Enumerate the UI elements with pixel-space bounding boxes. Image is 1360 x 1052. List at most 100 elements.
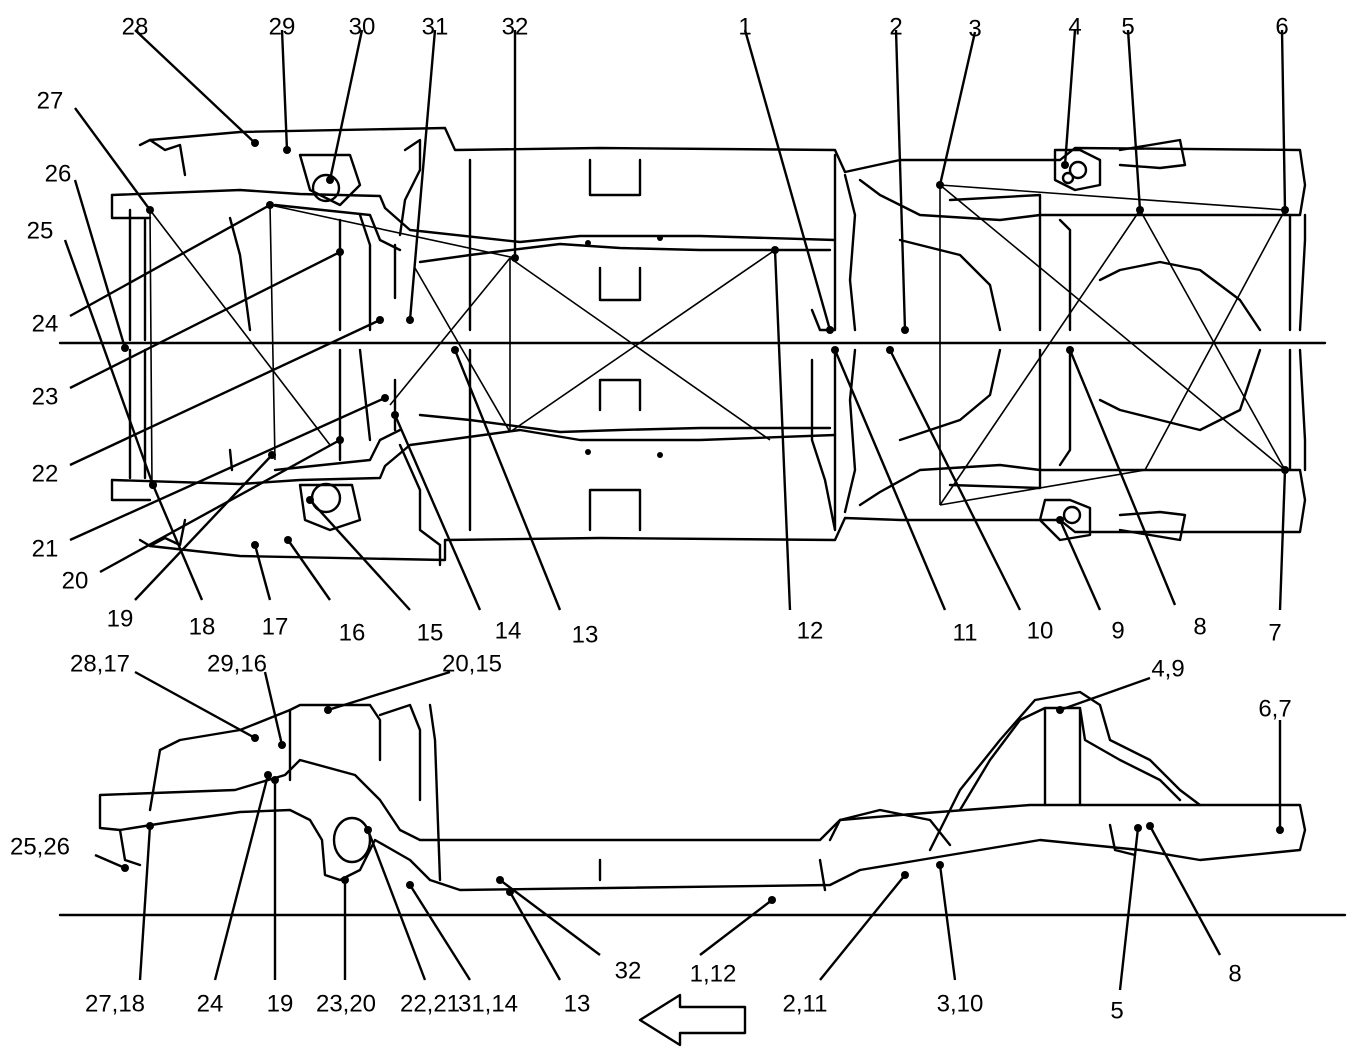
leader-line-s2817 xyxy=(134,670,256,740)
leader-line-c8 xyxy=(1068,349,1177,606)
measure-point-c9 xyxy=(1056,516,1064,524)
measure-point-c3 xyxy=(936,181,944,189)
leader-line-s32 xyxy=(499,879,601,956)
callout-label-s2526: 25,26 xyxy=(10,833,70,860)
callout-label-c13: 13 xyxy=(572,621,599,648)
callout-label-c27: 27 xyxy=(37,87,64,114)
leader-line-s49 xyxy=(1059,676,1151,712)
measure-point-c5 xyxy=(1136,206,1144,214)
callout-label-c23: 23 xyxy=(32,383,59,410)
callout-label-s211: 2,11 xyxy=(783,990,828,1017)
leader-line-s24 xyxy=(213,774,270,981)
callout-label-c24: 24 xyxy=(32,310,59,337)
measure-point-s49 xyxy=(1056,706,1064,714)
measure-point-c2 xyxy=(901,326,909,334)
measure-point-c32 xyxy=(511,254,519,262)
measure-point-c15 xyxy=(306,496,314,504)
measure-point-s24 xyxy=(264,771,272,779)
leader-line-s2221 xyxy=(366,829,427,981)
measure-point-c11 xyxy=(831,346,839,354)
measure-point-c30 xyxy=(326,176,334,184)
callout-label-c3: 3 xyxy=(968,15,981,42)
measure-point-c23 xyxy=(336,248,344,256)
callout-label-s112: 1,12 xyxy=(690,960,737,987)
leader-line-c15 xyxy=(309,499,411,611)
callout-label-c22: 22 xyxy=(32,460,59,487)
callout-label-s2718: 27,18 xyxy=(85,990,145,1017)
callout-label-c8: 8 xyxy=(1193,613,1206,640)
leader-line-c17 xyxy=(253,544,272,601)
callout-label-c19: 19 xyxy=(107,605,134,632)
leader-line-s2916 xyxy=(263,671,284,746)
leader-line-c16 xyxy=(287,539,331,601)
callout-label-s49: 4,9 xyxy=(1151,655,1184,682)
callout-label-c18: 18 xyxy=(189,613,216,640)
leader-line-c3 xyxy=(938,31,977,186)
measure-point-c16 xyxy=(284,536,292,544)
callout-label-c21: 21 xyxy=(32,535,59,562)
leader-line-c22 xyxy=(69,318,381,467)
leader-line-c5 xyxy=(1126,29,1142,211)
measure-point-c21 xyxy=(381,394,389,402)
leader-line-c7 xyxy=(1278,469,1287,611)
measure-point-c18 xyxy=(149,481,157,489)
callout-label-s24: 24 xyxy=(197,990,224,1017)
leader-line-s310 xyxy=(938,864,957,981)
top-view-frame xyxy=(58,126,1327,567)
leader-line-c19 xyxy=(134,454,273,601)
measure-point-c20 xyxy=(336,436,344,444)
measure-point-c17 xyxy=(251,541,259,549)
measure-point-s2817 xyxy=(251,734,259,742)
leader-line-s211 xyxy=(819,874,906,981)
measure-point-c14 xyxy=(391,411,399,419)
leader-line-s3114 xyxy=(408,884,472,981)
leader-line-c24 xyxy=(69,203,271,318)
measure-point-s2526 xyxy=(121,864,129,872)
leader-line-c9 xyxy=(1058,519,1102,611)
measure-point-c4 xyxy=(1061,161,1069,169)
leader-line-s2526 xyxy=(94,853,126,870)
measure-point-s310 xyxy=(936,861,944,869)
callout-label-c20: 20 xyxy=(62,567,89,594)
measure-point-s2015 xyxy=(324,706,332,714)
callout-label-c7: 7 xyxy=(1268,619,1281,646)
measure-point-c13 xyxy=(451,346,459,354)
leader-line-c20 xyxy=(99,438,341,574)
side-view-frame xyxy=(58,690,1347,917)
callout-label-s32: 32 xyxy=(615,957,642,984)
leader-line-c12 xyxy=(773,249,792,611)
leader-line-c21 xyxy=(69,396,386,542)
callout-label-s2221: 22,21 xyxy=(400,990,460,1017)
measure-point-c27 xyxy=(146,206,154,214)
callout-label-c6: 6 xyxy=(1275,13,1288,40)
leader-line-s8 xyxy=(1148,825,1222,956)
leader-line-c6 xyxy=(1280,29,1287,211)
callout-label-s2320: 23,20 xyxy=(316,990,376,1017)
measure-point-s211 xyxy=(901,871,909,879)
measure-point-c6 xyxy=(1281,206,1289,214)
leader-line-s2718 xyxy=(138,825,152,981)
callout-label-c25: 25 xyxy=(27,217,54,244)
leader-line-c25 xyxy=(63,239,155,486)
measure-point-c8 xyxy=(1066,346,1074,354)
measure-point-s3114 xyxy=(406,881,414,889)
callout-label-s5: 5 xyxy=(1110,997,1123,1024)
callout-label-s8: 8 xyxy=(1228,960,1241,987)
callout-label-c26: 26 xyxy=(45,160,72,187)
leader-line-c27 xyxy=(74,107,151,211)
callout-label-c17: 17 xyxy=(262,613,289,640)
leader-line-s2015 xyxy=(327,670,451,712)
callout-label-c15: 15 xyxy=(417,619,444,646)
leader-line-s5 xyxy=(1118,827,1140,991)
measure-point-s32 xyxy=(496,876,504,884)
callout-label-c32: 32 xyxy=(502,13,529,40)
measure-point-c28 xyxy=(251,139,259,147)
measure-point-s19 xyxy=(271,776,279,784)
leader-line-c29 xyxy=(280,29,289,151)
callout-label-s19: 19 xyxy=(267,990,294,1017)
leader-line-c10 xyxy=(888,349,1022,611)
measure-point-c31 xyxy=(406,316,414,324)
callout-label-s2817: 28,17 xyxy=(70,650,130,677)
measure-point-s5 xyxy=(1134,824,1142,832)
